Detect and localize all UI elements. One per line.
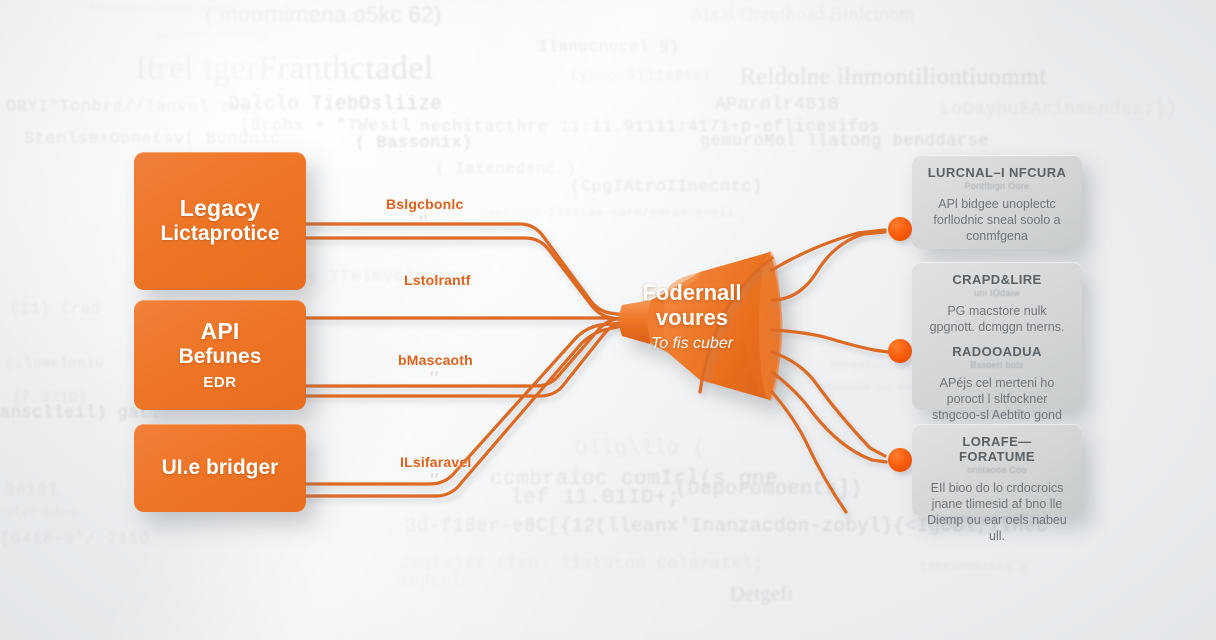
source-box-legacy-line2: Lictaprotice	[160, 221, 280, 245]
result-card-2-subheading-1: uni IOdaiw	[974, 288, 1020, 298]
result-card-3-heading: LORAFE—FORATUME	[959, 434, 1035, 464]
result-card-3-body: EIl bioo do lo crdocroics jnane tlimesid…	[927, 481, 1067, 543]
result-card-1-subheading: Ponttbign Oore	[964, 181, 1030, 191]
wire-label-4-text: ILsifaravel	[400, 454, 472, 470]
connector-dot-1	[888, 217, 912, 241]
source-box-api-line2: Befunes	[178, 344, 262, 368]
connector-dot-3	[888, 448, 912, 472]
funnel-shape	[619, 251, 783, 401]
wire-label-1: Bslgcbonlc rr	[386, 196, 463, 222]
source-box-legacy-line1: Legacy	[179, 195, 261, 222]
source-box-api[interactable]: API Befunes EDR	[134, 300, 306, 410]
result-card-3[interactable]: LORAFE—FORATUME oniitaooa Coo EIl bioo d…	[912, 424, 1082, 543]
source-box-legacy[interactable]: Legacy Lictaprotice	[134, 152, 306, 290]
result-card-1-heading: LURCNAL–I NFCURA	[927, 165, 1067, 180]
result-card-2[interactable]: CRAPD&LIRE uni IOdaiw PG macstore nulk g…	[912, 262, 1082, 470]
result-card-2-heading-1: CRAPD&LIRE	[952, 272, 1042, 287]
connector-dots	[888, 217, 912, 472]
source-box-ui-bridger-line1: UI.e bridger	[161, 455, 279, 479]
wire-label-1-sub: rr	[420, 213, 430, 222]
connector-dot-2	[888, 339, 912, 363]
wire-label-4-sub: rr	[431, 471, 441, 480]
wire-label-3: bMascaoth rr	[398, 352, 473, 378]
result-card-1[interactable]: LURCNAL–I NFCURA Ponttbign Oore APl bidg…	[912, 155, 1082, 249]
wire-label-2: Lstolrantf	[404, 272, 471, 289]
result-card-3-subheading: oniitaooa Coo	[967, 465, 1027, 475]
wire-label-3-text: bMascaoth	[398, 352, 473, 368]
source-box-ui-bridger[interactable]: UI.e bridger	[134, 424, 306, 512]
source-box-api-line3: EDR	[203, 373, 237, 391]
result-card-2-divider	[925, 335, 1069, 344]
result-card-2-heading-2: RADOOADUA	[952, 344, 1042, 359]
wire-label-2-text: Lstolrantf	[404, 272, 471, 288]
result-card-2-body-1: PG macstore nulk gpgnott. dcmggn tnerns.	[929, 304, 1065, 334]
wire-label-4: ILsifaravel rr	[400, 454, 471, 480]
result-card-1-body: APl bidgee unoplectc forllodnic sneal so…	[933, 197, 1061, 243]
result-card-2-subheading-2: Bssoert bots	[970, 360, 1024, 370]
wire-label-1-text: Bslgcbonlc	[386, 196, 464, 212]
source-box-api-line1: API	[200, 318, 240, 345]
wire-label-3-sub: rr	[430, 369, 441, 378]
